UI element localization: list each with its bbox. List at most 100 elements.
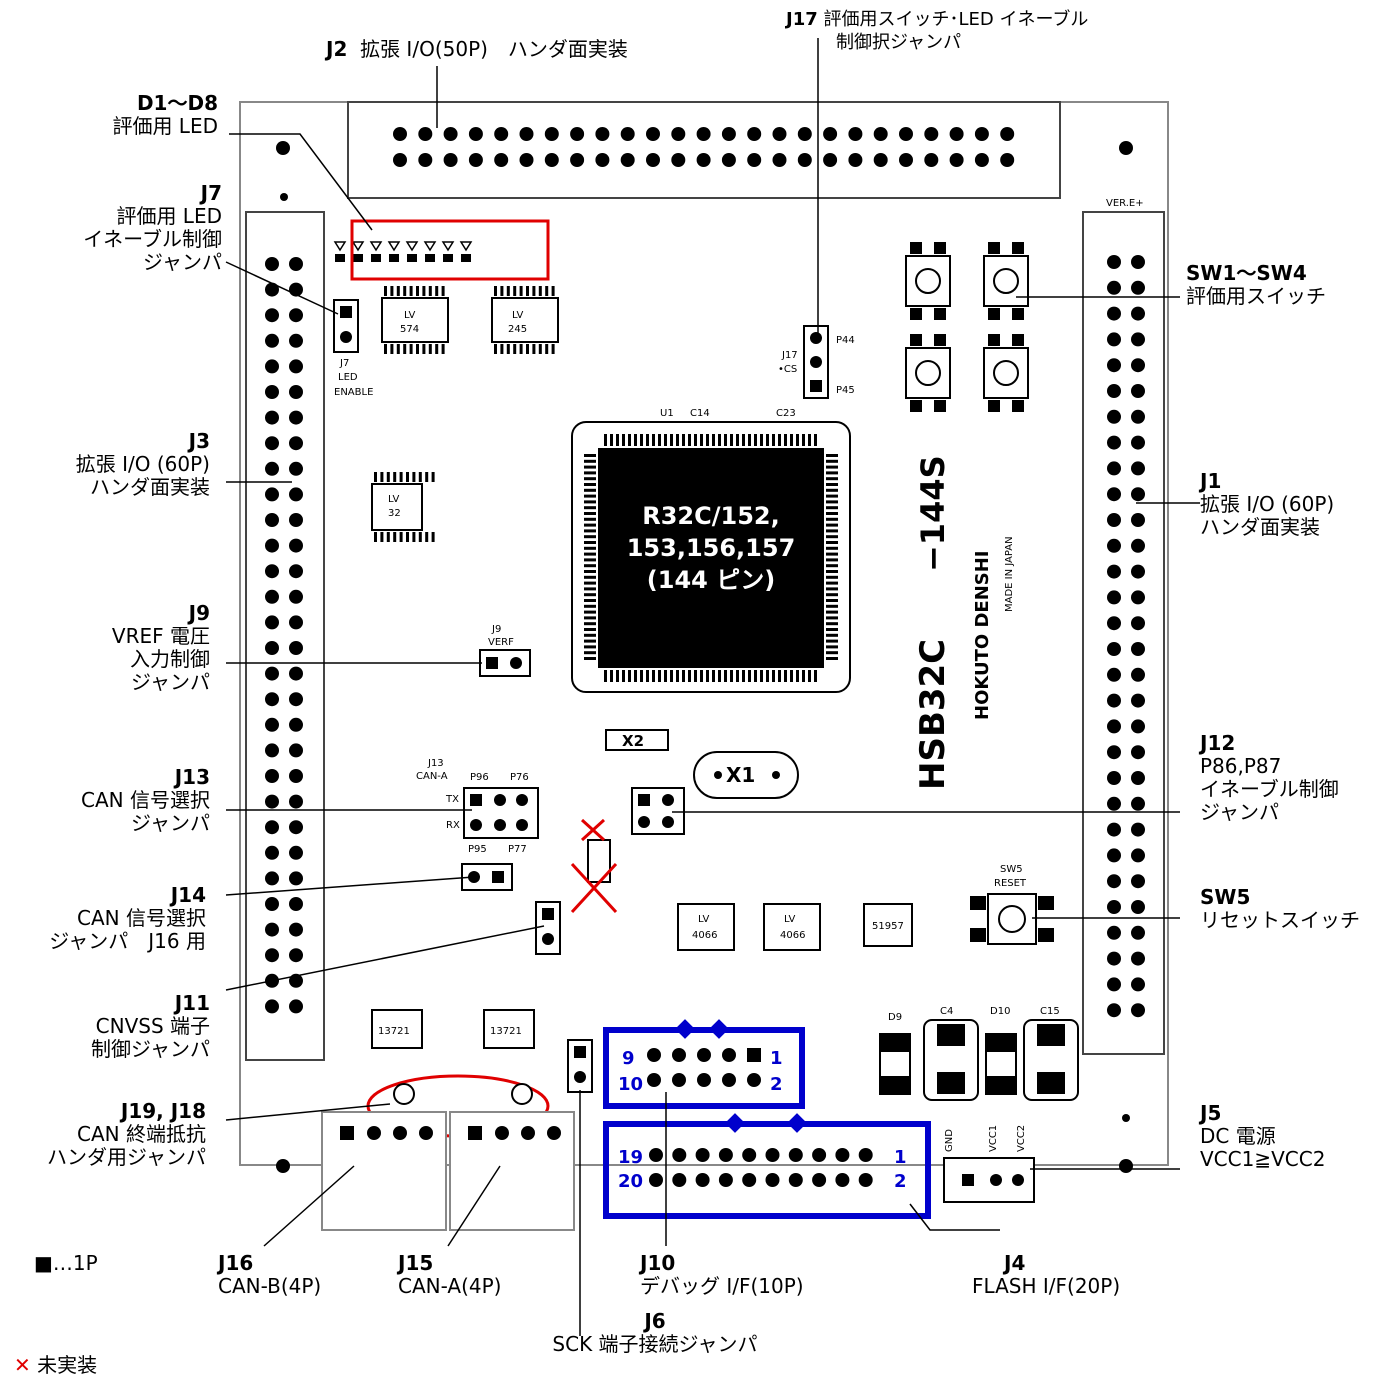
j3-pin bbox=[265, 717, 279, 732]
j3-pin bbox=[265, 743, 279, 758]
j1-pin bbox=[1107, 719, 1121, 734]
j3-pin bbox=[289, 743, 303, 758]
j4-pin bbox=[858, 1148, 873, 1162]
led bbox=[369, 241, 383, 252]
j2-pin bbox=[671, 127, 686, 141]
led bbox=[459, 241, 473, 252]
j3-pin bbox=[265, 999, 279, 1014]
svg-text:TX: TX bbox=[445, 794, 459, 805]
j1-pin bbox=[1107, 332, 1121, 347]
board-suffix: −144S bbox=[914, 455, 952, 572]
j4-pin bbox=[695, 1173, 710, 1187]
j1-pin bbox=[1131, 280, 1145, 295]
j1-pin bbox=[1107, 874, 1121, 889]
j2-pin bbox=[924, 153, 939, 167]
j4-pin bbox=[858, 1173, 873, 1187]
j1-pin bbox=[1107, 848, 1121, 863]
j4-pin bbox=[649, 1173, 663, 1187]
j2-pin bbox=[924, 127, 939, 141]
j1-pin bbox=[1131, 925, 1145, 940]
j3-pin bbox=[289, 564, 303, 579]
j1-pin bbox=[1131, 255, 1145, 269]
svg-text:J9: J9 bbox=[491, 624, 501, 635]
svg-text:LV: LV bbox=[512, 310, 523, 321]
j10-pin bbox=[697, 1073, 711, 1087]
svg-text:P77: P77 bbox=[508, 844, 527, 855]
j4-pin bbox=[742, 1173, 757, 1187]
j3-pin bbox=[289, 589, 303, 604]
j1-pin bbox=[1131, 590, 1145, 605]
svg-text:RESET: RESET bbox=[994, 878, 1027, 889]
j1-pin bbox=[1107, 590, 1121, 605]
j4-pin bbox=[765, 1148, 780, 1162]
j1-pin bbox=[1131, 358, 1145, 373]
j1-pin bbox=[1107, 771, 1121, 785]
j2-pin bbox=[949, 127, 964, 141]
j3-pin bbox=[265, 564, 279, 579]
j1-pin bbox=[1131, 487, 1145, 502]
j1-pin bbox=[1107, 435, 1121, 450]
j10-pin bbox=[672, 1073, 686, 1087]
j3-pin bbox=[289, 538, 303, 553]
j3-pin bbox=[265, 359, 279, 374]
j1-pin bbox=[1107, 513, 1121, 527]
j1-pin bbox=[1107, 384, 1121, 398]
j3-pin bbox=[289, 845, 303, 860]
j3-pin bbox=[265, 615, 279, 630]
j3-pin bbox=[289, 922, 303, 937]
svg-text:D9: D9 bbox=[888, 1012, 902, 1023]
j1-pin bbox=[1107, 745, 1121, 760]
j1-pin bbox=[1107, 538, 1121, 553]
j10-highlight-box bbox=[603, 1027, 805, 1109]
j1-pin bbox=[1107, 306, 1121, 321]
j10-pin bbox=[747, 1048, 761, 1062]
u7-chip bbox=[763, 903, 821, 951]
j4-pin bbox=[788, 1148, 803, 1162]
j3-pin bbox=[289, 999, 303, 1014]
j3-pin bbox=[289, 794, 303, 809]
legend-not-mounted: ✕ 未実装 bbox=[14, 1353, 98, 1377]
j2-pin bbox=[797, 127, 812, 141]
j3-pin bbox=[289, 487, 303, 502]
j3-pin bbox=[265, 769, 279, 783]
mount-hole bbox=[1119, 1159, 1133, 1173]
svg-text:ENABLE: ENABLE bbox=[334, 387, 373, 398]
j1-pin bbox=[1131, 1003, 1145, 1018]
j2-pin bbox=[570, 127, 585, 141]
u1-chip-body bbox=[598, 448, 824, 668]
svg-text:51957: 51957 bbox=[872, 921, 904, 932]
svg-text:C4: C4 bbox=[940, 1006, 953, 1017]
svg-text:P96: P96 bbox=[470, 772, 489, 783]
j1-pin bbox=[1107, 796, 1121, 811]
j4-pin bbox=[788, 1173, 803, 1187]
j4-pin bbox=[765, 1173, 780, 1187]
svg-text:VCC2: VCC2 bbox=[1016, 1125, 1027, 1152]
j3-pin bbox=[265, 538, 279, 553]
led bbox=[441, 241, 455, 252]
j1-pin bbox=[1107, 358, 1121, 373]
j3-pin bbox=[265, 692, 279, 707]
svg-text:LV: LV bbox=[404, 310, 415, 321]
j1-pin bbox=[1131, 719, 1145, 734]
svg-text:RX: RX bbox=[446, 820, 460, 831]
j4-pin bbox=[695, 1148, 710, 1162]
j1-pin bbox=[1107, 461, 1121, 476]
j3-pin bbox=[265, 948, 279, 963]
j10-pin9: 9 bbox=[622, 1048, 635, 1069]
j2-pin bbox=[393, 127, 407, 141]
j1-pin bbox=[1107, 616, 1121, 631]
svg-text:4066: 4066 bbox=[780, 930, 805, 941]
j3-pin bbox=[265, 487, 279, 502]
svg-text:P76: P76 bbox=[510, 772, 529, 783]
j1-pin bbox=[1107, 255, 1121, 269]
j4-pin2: 2 bbox=[894, 1171, 907, 1192]
